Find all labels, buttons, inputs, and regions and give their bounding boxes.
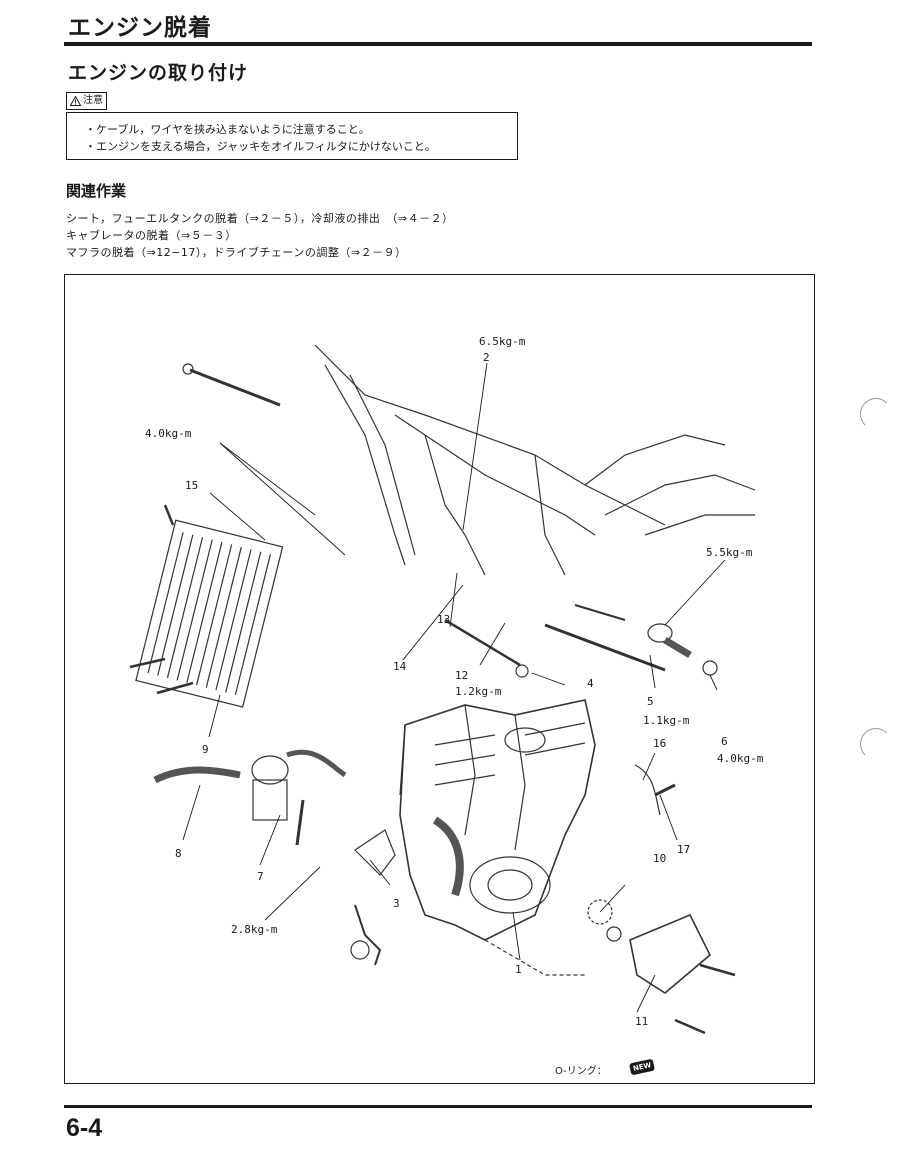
warning-triangle-icon: [70, 96, 81, 106]
subsection-title: エンジンの取り付け: [68, 62, 249, 84]
radiator: [135, 519, 284, 708]
callout-3: 3: [393, 897, 400, 910]
frame-tube: [394, 414, 596, 536]
frame-tube: [324, 364, 406, 566]
frame-tube: [644, 514, 755, 536]
torque-label: 1.1kg-m: [643, 714, 690, 727]
callout-15: 15: [185, 479, 199, 492]
callout-10: 10: [653, 852, 667, 865]
caution-tag-label: 注意: [83, 95, 103, 106]
frame-tube: [604, 474, 756, 516]
related-work-line: シート，フューエルタンクの脱着（⇒２－５），冷却液の排出 （⇒４－２）: [66, 212, 454, 225]
related-work-line: キャブレータの脱着（⇒５－３）: [66, 229, 237, 242]
torque-label: 4.0kg-m: [717, 752, 764, 765]
engine-exploded-diagram: 6.5kg-m 2 4.0kg-m 15 5.5kg-m 13 14 12 1.…: [64, 274, 815, 1084]
frame-tube: [349, 374, 416, 556]
title-rule: [64, 42, 812, 46]
caution-box: ・ケーブル，ワイヤを挟み込まないように注意すること。 ・エンジンを支える場合，ジ…: [66, 112, 518, 160]
torque-label: 5.5kg-m: [706, 546, 753, 559]
caution-tag: 注意: [66, 92, 107, 110]
related-work-heading: 関連作業: [66, 182, 127, 200]
callout-6: 6: [721, 735, 728, 748]
torque-label: 6.5kg-m: [479, 335, 526, 348]
frame-tube: [424, 434, 486, 576]
callout-1: 1: [515, 963, 522, 976]
callout-14: 14: [393, 660, 407, 673]
torque-label: 2.8kg-m: [231, 923, 278, 936]
section-title: エンジン脱着: [68, 15, 212, 41]
frame-tube: [314, 344, 666, 526]
callout-11: 11: [635, 1015, 649, 1028]
callout-12: 12: [455, 669, 469, 682]
frame-tube: [534, 454, 566, 576]
caution-item: ・ケーブル，ワイヤを挟み込まないように注意すること。: [85, 123, 370, 136]
diagram-drawing: [129, 344, 756, 1035]
torque-label: 4.0kg-m: [145, 427, 192, 440]
binder-hole-mark: [860, 398, 892, 430]
callout-16: 16: [653, 737, 667, 750]
mount-bolt: [189, 368, 281, 407]
callout-7: 7: [257, 870, 264, 883]
callout-17: 17: [677, 843, 691, 856]
related-work-list: シート，フューエルタンクの脱着（⇒２－５），冷却液の排出 （⇒４－２） キャブレ…: [66, 210, 454, 261]
page-number: 6-4: [66, 1114, 103, 1142]
engine-block: [399, 699, 596, 941]
caution-item: ・エンジンを支える場合，ジャッキをオイルフィルタにかけないこと。: [85, 140, 436, 153]
callout-2: 2: [483, 351, 490, 364]
legend-label: O-リング：: [555, 1066, 607, 1077]
callout-5: 5: [647, 695, 654, 708]
footer-rule: [64, 1105, 812, 1108]
callout-9: 9: [202, 743, 209, 756]
related-work-line: マフラの脱着（⇒12−17），ドライブチェーンの調整（⇒２－９）: [66, 246, 407, 259]
torque-label: 1.2kg-m: [455, 685, 502, 698]
bolt-head: [182, 363, 194, 375]
callout-8: 8: [175, 847, 182, 860]
leader-lines: [182, 362, 726, 1013]
binder-hole-mark: [860, 728, 892, 760]
callout-13: 13: [437, 613, 451, 626]
cover-11: [629, 913, 711, 994]
callout-4: 4: [587, 677, 594, 690]
frame-tube: [584, 434, 726, 486]
